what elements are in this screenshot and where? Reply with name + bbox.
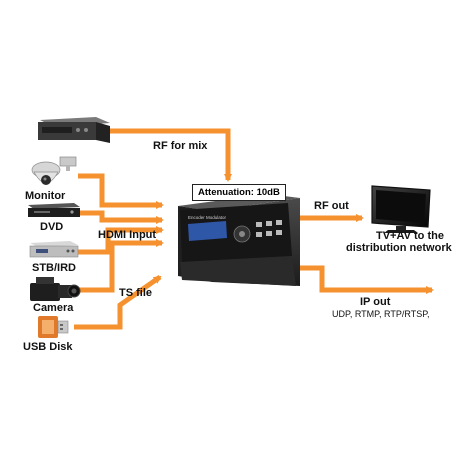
arrow-monitor: [78, 173, 164, 209]
arrow-ip-out: [298, 265, 434, 294]
label-ip-out: IP out: [360, 296, 391, 308]
arrow-stb: [78, 226, 164, 255]
label-rf-for-mix: RF for mix: [153, 140, 208, 152]
attenuation-box: Attenuation: 10dB: [192, 184, 286, 201]
device-screen-text: Encoder Modulator: [188, 215, 227, 220]
label-monitor: Monitor: [25, 190, 66, 202]
label-hdmi-input: HDMI Input: [98, 229, 157, 241]
label-rf-out: RF out: [314, 200, 349, 212]
label-ts-file: TS file: [119, 287, 153, 299]
stb-ird-icon: [29, 241, 79, 258]
rf-source-device: [38, 117, 110, 143]
encoder-modulator-device: [178, 194, 300, 286]
arrow-usb: [74, 274, 162, 330]
tv-icon: [371, 185, 431, 233]
label-tv-line1: TV+AV to the: [376, 230, 444, 242]
camcorder-icon: [30, 277, 81, 301]
arrow-rf-for-mix: [110, 128, 232, 182]
label-dvd: DVD: [40, 221, 64, 233]
monitor-camera-icon: [31, 156, 77, 185]
label-usb-disk: USB Disk: [23, 341, 73, 353]
label-protocols: UDP, RTMP, RTP/RTSP,: [332, 309, 430, 319]
label-camera: Camera: [33, 302, 74, 314]
usb-disk-icon: [38, 316, 69, 338]
arrow-dvd: [78, 210, 164, 224]
dvd-player-icon: [28, 203, 80, 217]
arrow-camera: [78, 239, 164, 293]
label-tv-line2: distribution network: [346, 242, 452, 254]
label-stb-ird: STB/IRD: [32, 262, 76, 274]
